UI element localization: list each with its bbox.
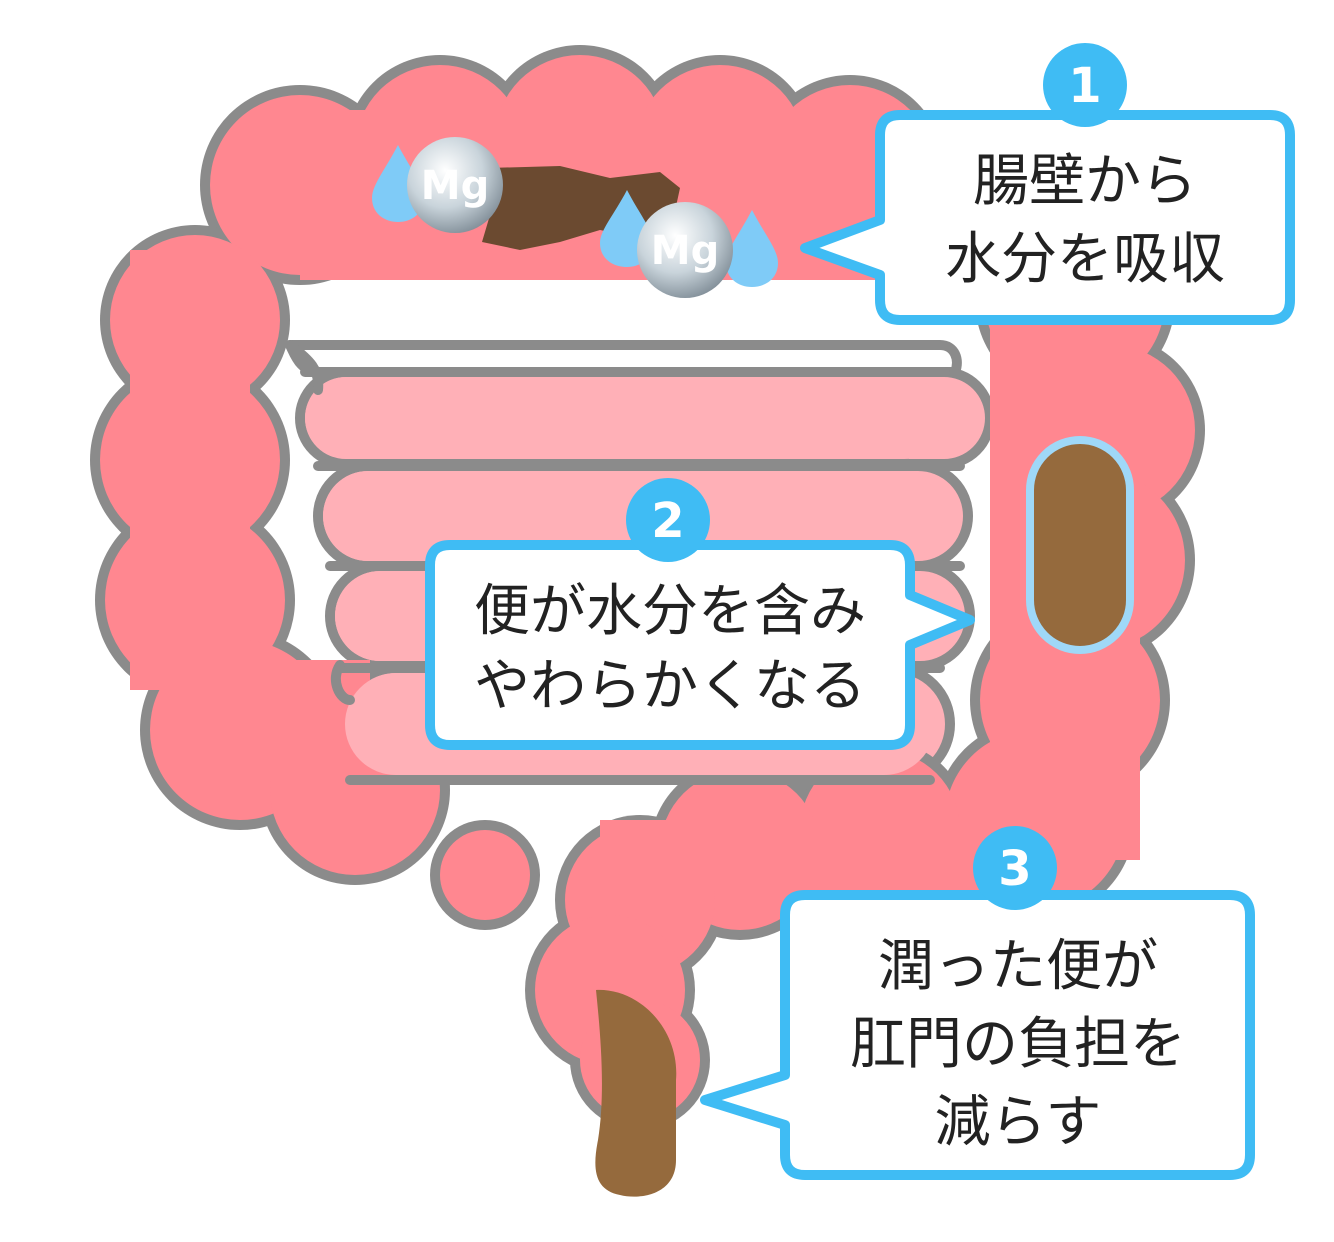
callout-line: 便が水分を含み	[474, 579, 866, 644]
stool-moist	[1026, 436, 1134, 654]
callout-3: 3 潤った便が 肛門の負担を 減らす	[700, 826, 1255, 1180]
callout-line: 潤った便が	[878, 934, 1158, 999]
callout-1: 1 腸壁から 水分を吸収	[800, 43, 1295, 325]
mg-ball: Mg	[637, 202, 733, 298]
callout-line: 腸壁から	[973, 149, 1197, 214]
mg-label: Mg	[651, 228, 719, 274]
callout-line: 水分を吸収	[945, 227, 1225, 292]
callout-2: 2 便が水分を含み やわらかくなる	[425, 478, 975, 750]
callout-number: 2	[651, 493, 684, 549]
callout-line: やわらかくなる	[474, 654, 866, 719]
callout-line: 減らす	[935, 1090, 1102, 1155]
mg-label: Mg	[421, 163, 489, 209]
callout-number: 3	[998, 841, 1031, 897]
callout-number-badge	[973, 826, 1057, 910]
callout-line: 肛門の負担を	[850, 1012, 1186, 1077]
water-drop-icon	[726, 210, 778, 287]
callout-number-badge	[1043, 43, 1127, 127]
mg-ball: Mg	[407, 137, 503, 233]
callout-number-badge	[626, 478, 710, 562]
callout-number: 1	[1068, 58, 1101, 114]
stool-expelled	[595, 989, 677, 1197]
